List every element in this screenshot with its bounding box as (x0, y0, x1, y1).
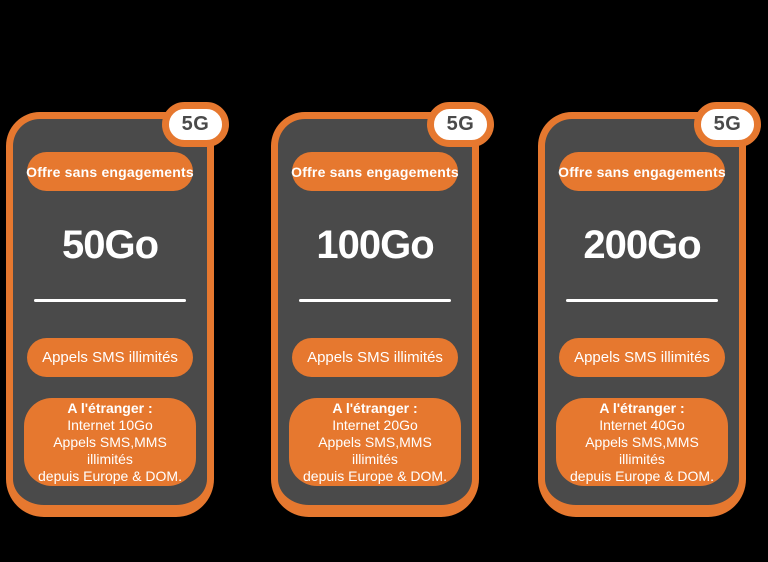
plan-card-100go[interactable]: 5G Offre sans engagements 100Go Appels S… (271, 102, 494, 517)
abroad-pill: A l'étranger : Internet 10Go Appels SMS,… (24, 398, 196, 486)
offer-tag-label: Offre sans engagements (26, 163, 194, 180)
calls-label: Appels SMS illimités (307, 349, 443, 366)
abroad-line: illimités (87, 450, 133, 467)
badge-5g-label: 5G (446, 113, 475, 135)
divider-line (299, 299, 451, 302)
badge-5g: 5G (162, 102, 229, 147)
abroad-line: Appels SMS,MMS (585, 433, 699, 450)
offer-tag-pill: Offre sans engagements (291, 152, 459, 191)
offer-tag-label: Offre sans engagements (558, 163, 726, 180)
abroad-line: Internet 40Go (599, 416, 685, 433)
offer-tag-label: Offre sans engagements (291, 163, 459, 180)
calls-label: Appels SMS illimités (42, 349, 178, 366)
abroad-line: illimités (352, 450, 398, 467)
abroad-title: A l'étranger : (67, 399, 153, 416)
abroad-line: Appels SMS,MMS (53, 433, 167, 450)
calls-pill: Appels SMS illimités (559, 338, 725, 377)
data-amount: 100Go (316, 223, 434, 267)
calls-label: Appels SMS illimités (574, 349, 710, 366)
abroad-title: A l'étranger : (332, 399, 418, 416)
divider-line (34, 299, 186, 302)
abroad-line: Internet 10Go (67, 416, 153, 433)
badge-5g: 5G (427, 102, 494, 147)
offer-tag-pill: Offre sans engagements (26, 152, 194, 191)
divider-line (566, 299, 718, 302)
abroad-line: depuis Europe & DOM. (570, 467, 714, 484)
abroad-pill: A l'étranger : Internet 20Go Appels SMS,… (289, 398, 461, 486)
abroad-line: illimités (619, 450, 665, 467)
plan-card-200go[interactable]: 5G Offre sans engagements 200Go Appels S… (538, 102, 761, 517)
data-amount: 200Go (583, 223, 701, 267)
abroad-line: depuis Europe & DOM. (38, 467, 182, 484)
abroad-line: Appels SMS,MMS (318, 433, 432, 450)
calls-pill: Appels SMS illimités (292, 338, 458, 377)
abroad-title: A l'étranger : (599, 399, 685, 416)
offer-tag-pill: Offre sans engagements (558, 152, 726, 191)
abroad-pill: A l'étranger : Internet 40Go Appels SMS,… (556, 398, 728, 486)
badge-5g-label: 5G (713, 113, 742, 135)
abroad-line: Internet 20Go (332, 416, 418, 433)
badge-5g-label: 5G (181, 113, 210, 135)
plan-card-50go[interactable]: 5G Offre sans engagements 50Go Appels SM… (6, 102, 229, 517)
badge-5g: 5G (694, 102, 761, 147)
abroad-line: depuis Europe & DOM. (303, 467, 447, 484)
calls-pill: Appels SMS illimités (27, 338, 193, 377)
data-amount: 50Go (61, 223, 159, 267)
